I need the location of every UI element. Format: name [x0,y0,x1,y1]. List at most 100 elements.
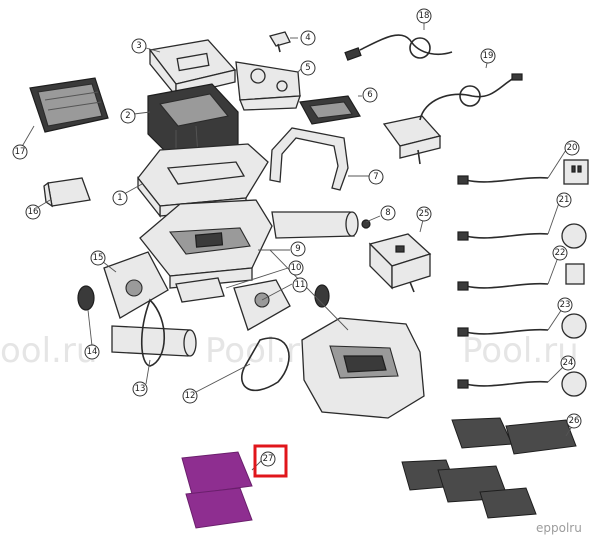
callout-circle [131,38,147,54]
callout-12: 12 [182,388,198,404]
callout-label: 14 [87,347,98,357]
callout-circle [380,205,396,221]
callout-label: 5 [305,63,310,73]
part-17-side-panel [29,77,109,133]
part-8-roller [271,211,371,239]
callout-label: 26 [569,416,580,426]
callout-group: 1234567891011121314151617181920212223242… [12,8,582,467]
callout-label: 1 [117,193,122,203]
callout-24: 24 [560,355,576,371]
callout-label: 7 [373,172,378,182]
callout-7: 7 [368,169,384,185]
callout-circle [557,297,573,313]
callout-label: 22 [555,248,566,258]
highlight-box [253,444,288,478]
callout-label: 20 [567,143,578,153]
part-9-base-caddy [301,317,425,419]
callout-label: 2 [125,111,130,121]
callout-label: 10 [291,263,302,273]
part-19-power-supply [382,73,523,165]
callout-27: 27 [260,451,276,467]
callout-16: 16 [25,204,41,220]
part-11-motor-side [233,279,330,331]
part-14-wheel [77,285,95,311]
callout-5: 5 [300,60,316,76]
callout-circle [368,169,384,185]
callout-circle [566,413,582,429]
part-4-clip [268,31,291,53]
callout-circle [416,206,432,222]
callout-circle [290,241,306,257]
watermark-right: Pool.ru [462,331,579,371]
callout-label: 25 [419,209,430,219]
callout-4: 4 [300,30,316,46]
callout-22: 22 [552,245,568,261]
callout-11: 11 [292,277,308,293]
callout-label: 27 [263,454,274,464]
part-27-filters [181,451,253,529]
part-2-motor-block [147,83,239,163]
callout-6: 6 [362,87,378,103]
watermark-left: ool.ru [0,331,97,371]
callout-circle [416,8,432,24]
part-18-cable [344,34,453,61]
callout-circle [564,140,580,156]
callout-label: 24 [563,358,574,368]
callout-label: 11 [295,280,306,290]
callout-label: 4 [305,33,310,43]
callout-label: 17 [15,147,26,157]
callout-25: 25 [416,206,432,222]
callout-label: 18 [419,11,430,21]
callout-circle [556,192,572,208]
callout-circle [480,48,496,64]
callout-circle [260,451,276,467]
part-7-handle [269,127,349,191]
callout-8: 8 [380,205,396,221]
part-15-side-plate [103,251,169,319]
callout-17: 17 [12,144,28,160]
part-13-brush-roller [111,325,197,357]
callout-15: 15 [90,250,106,266]
part-5-pump-arm [235,61,301,111]
part-25-control-box [368,233,432,293]
callout-circle [120,108,136,124]
callout-10: 10 [288,260,304,276]
callout-circle [300,30,316,46]
callout-label: 8 [385,208,390,218]
callout-19: 19 [480,48,496,64]
part-12-tracks [140,298,290,392]
part-26-brushes [401,417,577,519]
callout-label: 3 [136,41,141,51]
logo-text: eppolru [536,521,582,535]
callout-23: 23 [557,297,573,313]
callout-20: 20 [564,140,580,156]
callout-circle [90,250,106,266]
callout-3: 3 [131,38,147,54]
callout-circle [132,381,148,397]
callout-1: 1 [112,190,128,206]
callout-circle [182,388,198,404]
callout-circle [362,87,378,103]
callout-13: 13 [132,381,148,397]
callout-circle [560,355,576,371]
callout-circle [12,144,28,160]
callout-14: 14 [84,344,100,360]
callout-label: 13 [135,384,146,394]
callout-circle [25,204,41,220]
callout-9: 9 [290,241,306,257]
callout-label: 23 [560,300,571,310]
callout-circle [292,277,308,293]
callout-circle [552,245,568,261]
callout-label: 16 [28,207,39,217]
callout-circle [84,344,100,360]
callout-label: 12 [185,391,196,401]
parts-20-24-power-cords [457,159,589,397]
callout-label: 15 [93,253,104,263]
callout-2: 2 [120,108,136,124]
callout-label: 6 [367,90,372,100]
callout-circle [288,260,304,276]
callout-21: 21 [556,192,572,208]
part-10-small-plate [175,277,225,303]
callout-26: 26 [566,413,582,429]
callout-label: 19 [483,51,494,61]
